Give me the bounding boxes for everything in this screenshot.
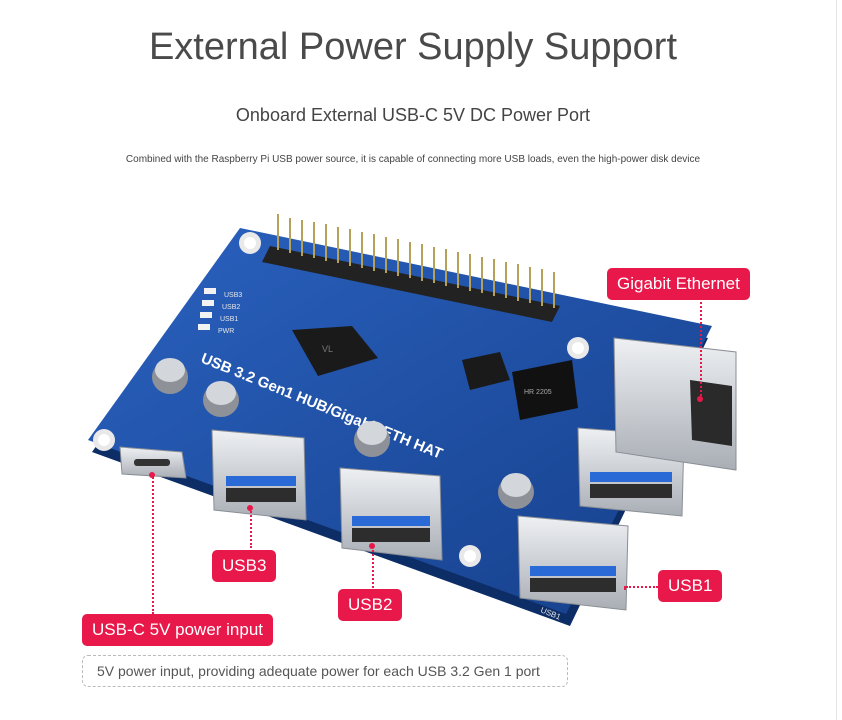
usbc-power-label: USB-C 5V power input xyxy=(82,614,274,646)
usb3-leader-line xyxy=(250,508,252,548)
usb2-port xyxy=(339,467,443,561)
led-label-usb3: USB3 xyxy=(224,292,242,299)
ethernet-chip xyxy=(462,352,510,390)
power-input-note: 5V power input, providing adequate power… xyxy=(82,655,568,687)
ethernet-leader-dot xyxy=(697,396,703,402)
mounting-holes xyxy=(93,232,589,567)
rj45-port xyxy=(613,337,737,471)
gpio-header xyxy=(262,214,560,322)
magnetics-transformer: HR 2205 xyxy=(512,360,578,420)
capacitor-2 xyxy=(203,381,239,417)
usb3-port xyxy=(211,429,307,521)
usb1-label: USB1 xyxy=(658,570,723,602)
svg-text:HR 2205: HR 2205 xyxy=(524,389,552,396)
status-leds xyxy=(198,288,216,330)
capacitor-3 xyxy=(354,421,390,457)
usb1-port xyxy=(517,515,629,611)
usb2-leader-dot xyxy=(369,543,375,549)
capacitor-1 xyxy=(152,358,188,394)
board xyxy=(88,228,712,614)
usb3-leader-dot xyxy=(247,505,253,511)
ethernet-leader-line xyxy=(700,302,702,400)
page-title: External Power Supply Support xyxy=(148,26,678,68)
usbc-leader-line xyxy=(152,474,154,614)
usb-c-port xyxy=(119,446,187,479)
led-label-pwr: PWR xyxy=(218,328,234,335)
usb1-leader-line xyxy=(624,586,626,590)
page-subtitle: Onboard External USB-C 5V DC Power Port xyxy=(235,105,591,125)
usb3-label: USB3 xyxy=(212,550,277,582)
usb2-label: USB2 xyxy=(338,589,403,621)
led-label-usb1: USB1 xyxy=(220,316,238,323)
capacitors xyxy=(152,358,534,509)
led-label-usb2: USB2 xyxy=(222,304,240,311)
hub-chip: VL xyxy=(292,326,378,376)
gigabit-ethernet-label: Gigabit Ethernet xyxy=(607,268,750,300)
page-description: Combined with the Raspberry Pi USB power… xyxy=(125,154,701,165)
svg-text:VL: VL xyxy=(322,344,333,354)
usb1-leader-horizontal xyxy=(626,586,658,588)
usbc-leader-dot xyxy=(149,472,155,478)
capacitor-4 xyxy=(498,473,534,509)
usb2-leader-line xyxy=(372,546,374,588)
